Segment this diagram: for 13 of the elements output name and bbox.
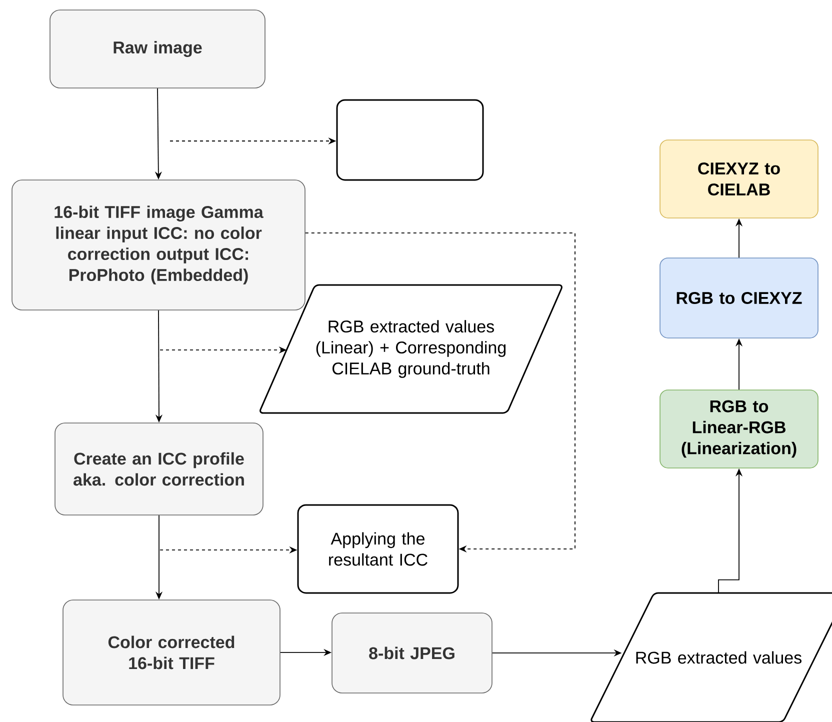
process-box (336, 99, 484, 181)
data-parallelogram: RGB extracted values (Linear) + Corresponding CIELAB ground-truth (260, 284, 562, 414)
process-box: 8-bit JPEG (332, 612, 492, 694)
data-parallelogram: RGB extracted values (590, 592, 832, 722)
process-box: 16-bit TIFF image Gamma linear input ICC: no color correction output ICC: ProPhoto (Embedded) (12, 180, 306, 310)
process-box: CIEXYZ to CIELAB (660, 140, 818, 218)
process-box: RGB to Linear-RGB (Linearization) (660, 390, 818, 468)
process-box: Applying the resultant ICC (297, 504, 459, 594)
process-box: Color corrected 16-bit TIFF (62, 600, 280, 706)
arrow (304, 232, 576, 553)
process-box: Raw image (50, 10, 266, 88)
process-box: RGB to CIEXYZ (660, 258, 818, 338)
process-box: Create an ICC profile aka. color correction (54, 422, 264, 516)
